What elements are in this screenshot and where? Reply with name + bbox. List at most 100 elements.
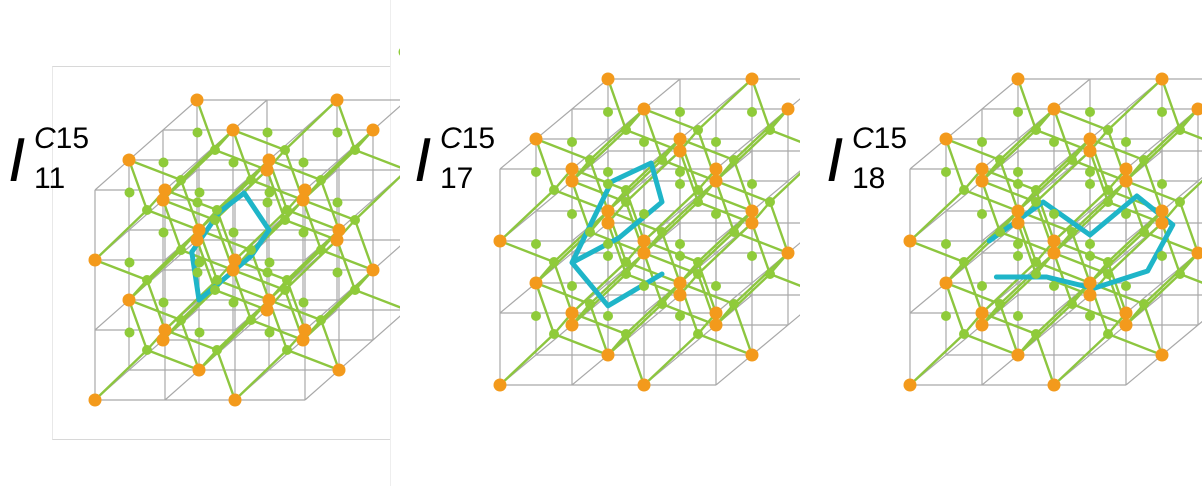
orange-atom xyxy=(1083,288,1097,302)
bond xyxy=(195,98,217,152)
orange-atom xyxy=(673,276,687,290)
orange-atom xyxy=(1155,204,1169,218)
bond xyxy=(588,230,646,255)
bond xyxy=(768,200,790,255)
orange-atom xyxy=(781,246,795,260)
green-atom xyxy=(332,127,343,138)
bond xyxy=(1052,239,1110,264)
orange-atom xyxy=(1011,72,1025,86)
bond xyxy=(1070,230,1092,285)
bond xyxy=(335,238,357,292)
green-atom xyxy=(1031,125,1041,135)
green-atom xyxy=(729,227,739,237)
bond xyxy=(732,230,790,255)
green-atom xyxy=(264,187,275,198)
bond xyxy=(1034,137,1092,192)
grid-line xyxy=(94,99,198,191)
bond xyxy=(1124,272,1182,327)
bond xyxy=(163,188,219,212)
bond xyxy=(642,251,700,276)
bond xyxy=(353,288,400,309)
bond xyxy=(215,208,237,262)
grid-line xyxy=(1053,150,1163,242)
orange-atom xyxy=(529,132,543,146)
green-atom xyxy=(158,157,169,168)
green-atom xyxy=(246,175,256,185)
green-atom xyxy=(1013,179,1023,189)
orange-atom xyxy=(262,153,276,167)
orange-atom xyxy=(975,162,989,176)
grid-line xyxy=(909,78,1019,170)
green-atom xyxy=(941,239,951,249)
green-atom xyxy=(1049,281,1059,291)
orange-atom xyxy=(709,162,723,176)
orange-atom xyxy=(565,162,579,176)
bond xyxy=(588,158,610,213)
green-atom xyxy=(711,137,721,147)
green-atom xyxy=(567,281,577,291)
orange-atom xyxy=(673,144,687,158)
cluster-bonds xyxy=(569,160,665,309)
green-atom xyxy=(1049,137,1059,147)
bond xyxy=(1142,251,1200,306)
orange-atom xyxy=(1047,246,1061,260)
orange-atom xyxy=(1119,306,1133,320)
bond xyxy=(249,178,305,202)
grid-line xyxy=(715,98,800,170)
green-atom xyxy=(158,227,169,238)
bond xyxy=(1142,158,1164,213)
green-atom xyxy=(124,327,135,338)
green-atom xyxy=(316,245,326,255)
green-atom xyxy=(1031,185,1041,195)
green-atom xyxy=(621,185,631,195)
bond xyxy=(127,248,183,302)
grid-line xyxy=(1053,294,1163,386)
green-atom xyxy=(210,285,220,295)
green-atom xyxy=(567,137,577,147)
green-atom xyxy=(192,267,203,278)
green-atom xyxy=(210,145,220,155)
green-atom xyxy=(1013,239,1023,249)
bond xyxy=(944,281,966,336)
orange-atom xyxy=(1119,318,1133,332)
bond xyxy=(944,137,1002,162)
bond xyxy=(179,318,201,372)
orange-atom xyxy=(298,323,312,337)
bond xyxy=(1016,158,1074,213)
orange-atom xyxy=(673,288,687,302)
bond xyxy=(195,238,217,292)
green-atom xyxy=(194,327,205,338)
orange-atom xyxy=(1083,144,1097,158)
bond xyxy=(660,158,718,183)
green-atom xyxy=(693,329,703,339)
green-atom xyxy=(959,329,969,339)
orange-atom xyxy=(298,183,312,197)
green-atom xyxy=(657,155,667,165)
grid-line xyxy=(981,294,1091,386)
orange-atom xyxy=(1083,276,1097,290)
green-atom xyxy=(1175,125,1185,135)
green-atom xyxy=(941,311,951,321)
label-sup-letter: C xyxy=(852,122,874,155)
green-atom xyxy=(747,179,757,189)
grid-line xyxy=(643,222,753,314)
green-atom xyxy=(549,185,559,195)
orange-atom xyxy=(975,318,989,332)
green-atom xyxy=(192,127,203,138)
orange-atom xyxy=(1011,348,1025,362)
orange-atom xyxy=(745,72,759,86)
bond xyxy=(197,318,253,372)
label-sup-number: 15 xyxy=(461,122,496,155)
orange-atom xyxy=(673,132,687,146)
orange-atom xyxy=(601,216,615,230)
bond xyxy=(1070,302,1128,327)
bond xyxy=(233,208,289,262)
green-atom xyxy=(142,345,152,355)
grid-line xyxy=(1125,104,1202,170)
bond xyxy=(1088,137,1146,162)
orange-atom xyxy=(709,174,723,188)
label-sup-letter: C xyxy=(34,122,56,155)
interstitial-cluster xyxy=(189,190,272,303)
bond xyxy=(231,268,287,292)
orange-atom xyxy=(226,123,240,137)
